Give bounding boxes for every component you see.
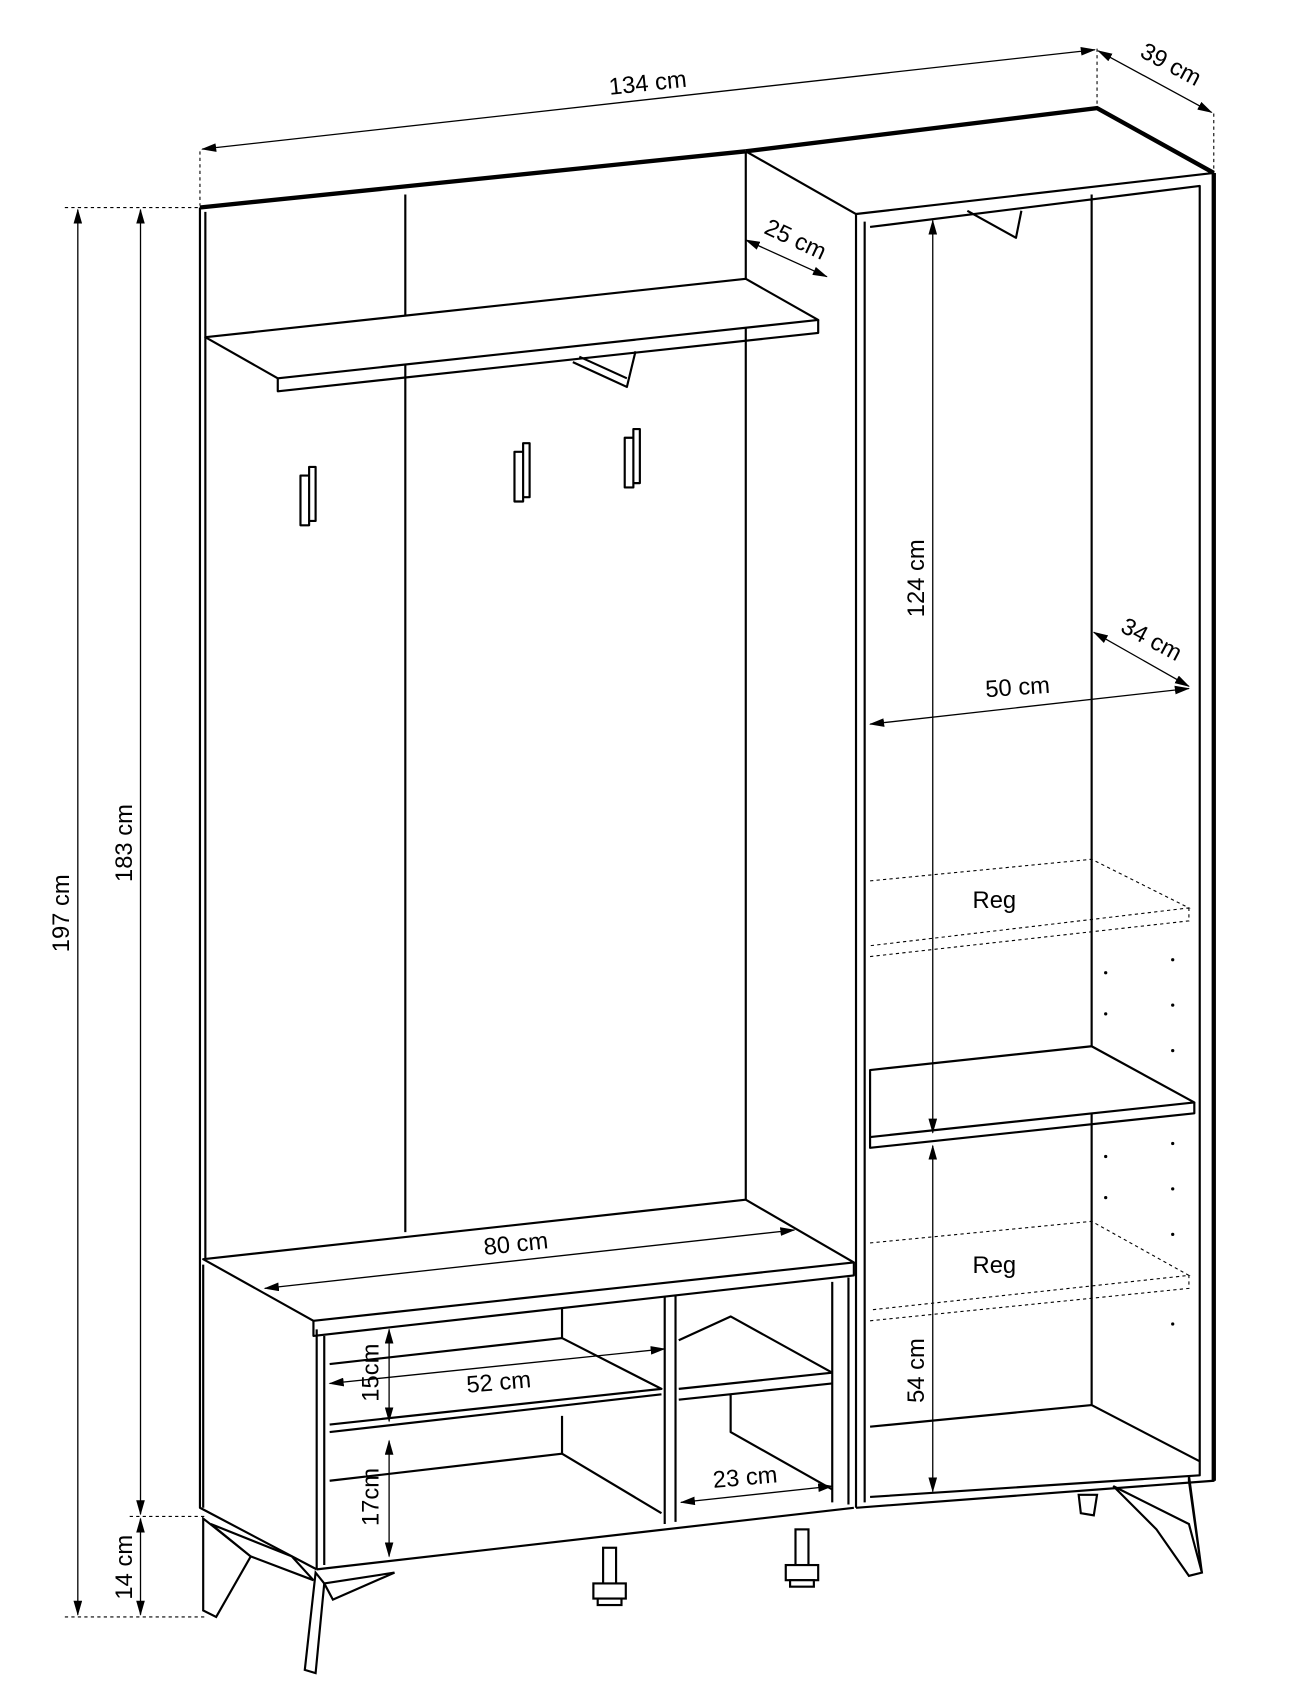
upper-height-label: 124 cm — [903, 539, 930, 617]
dimension-leg-height: 14 cm — [111, 1517, 145, 1616]
depth-label: 39 cm — [1136, 38, 1206, 92]
shelf-depth-label: 25 cm — [760, 214, 830, 266]
inner-depth-label: 34 cm — [1116, 613, 1186, 667]
bench-width-label: 80 cm — [482, 1227, 549, 1261]
hook-icon — [299, 465, 317, 527]
small-compartment-width-label: 23 cm — [712, 1461, 779, 1494]
adjustable-foot-icon — [592, 1546, 627, 1607]
shoe-width-label: 52 cm — [465, 1366, 532, 1399]
shoe-upper-height-label: 15cm — [357, 1344, 384, 1402]
reg-label-upper: Reg — [973, 887, 1017, 914]
dimension-width: 134 cm — [201, 46, 1096, 152]
lower-height-label: 54 cm — [903, 1338, 930, 1403]
inner-width-label: 50 cm — [984, 672, 1050, 703]
dimension-body-height: 183 cm — [111, 208, 145, 1516]
width-label: 134 cm — [608, 66, 688, 101]
reg-label-lower: Reg — [973, 1252, 1017, 1279]
dimension-depth: 39 cm — [1097, 38, 1213, 113]
extension-lines — [64, 48, 1215, 1618]
bench: 80 cm 52 cm 15cm 17cm 23 cm — [202, 1198, 855, 1571]
shoe-lower-height-label: 17cm — [357, 1468, 384, 1526]
hall-panel: 25 cm — [198, 149, 830, 1571]
legs — [202, 1475, 1204, 1675]
total-height-label: 197 cm — [48, 874, 75, 952]
leg-height-label: 14 cm — [111, 1535, 138, 1600]
hook-icon — [623, 428, 641, 489]
dimension-total-height: 197 cm — [48, 208, 83, 1616]
body-height-label: 183 cm — [111, 804, 138, 882]
adjustable-foot-icon — [784, 1528, 820, 1588]
shelf-pin-holes — [1104, 958, 1175, 1326]
hook-icon — [513, 442, 531, 503]
